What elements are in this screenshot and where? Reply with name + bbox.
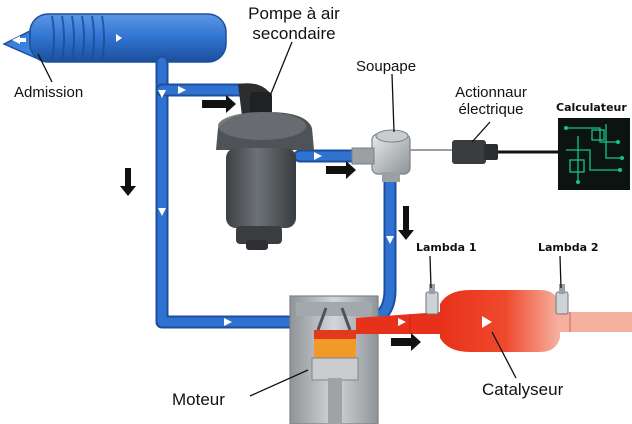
label-lambda-1: Lambda 1	[416, 241, 477, 254]
label-electric-actuator: Actionnaur électrique	[446, 84, 536, 119]
label-electric-actuator-line1: Actionnaur	[455, 84, 527, 101]
label-electric-actuator-line2: électrique	[458, 101, 524, 119]
label-ecu: Calculateur	[556, 102, 627, 114]
label-catalytic-converter: Catalyseur	[482, 380, 564, 399]
ecu-board	[558, 118, 630, 190]
direction-arrow-icon	[120, 95, 421, 351]
flow-arrow-icon	[12, 34, 492, 328]
electric-actuator	[410, 140, 560, 164]
label-secondary-air-pump-line2: secondaire	[252, 23, 336, 43]
leader-lines	[37, 41, 562, 397]
label-admission: Admission	[14, 84, 84, 101]
label-valve: Soupape	[356, 58, 417, 75]
engine	[289, 295, 379, 424]
secondary-air-pump	[216, 83, 314, 250]
intake-hose	[2, 13, 227, 63]
lambda-sensor-1	[425, 284, 439, 315]
air-pipes	[155, 55, 397, 329]
label-secondary-air-pump-line1: Pompe à air	[248, 4, 340, 23]
label-lambda-2: Lambda 2	[538, 241, 599, 254]
lambda-sensor-2	[555, 284, 569, 315]
label-engine: Moteur	[172, 390, 225, 409]
label-secondary-air-pump: Pompe à air secondaire	[232, 4, 356, 43]
valve	[351, 129, 411, 182]
